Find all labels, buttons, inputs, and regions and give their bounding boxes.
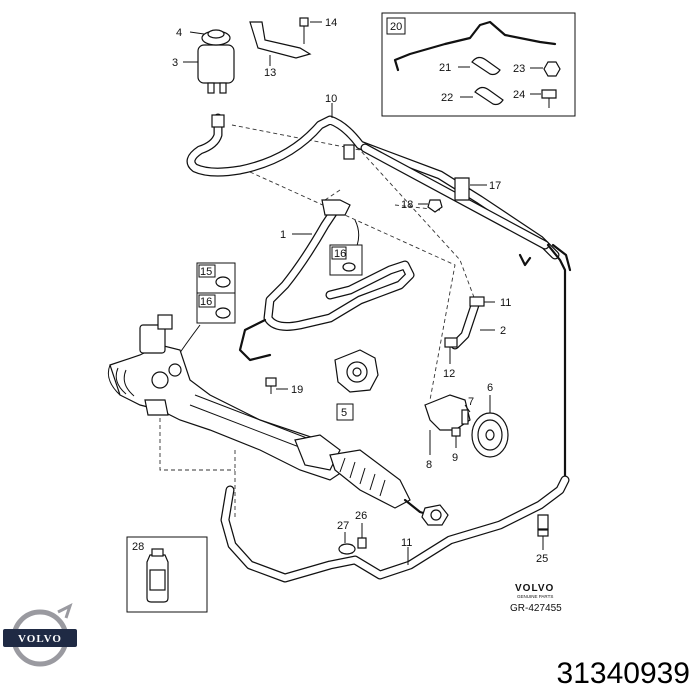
inset-box-20: [381, 12, 576, 117]
callout-26: 26: [355, 510, 367, 522]
pump-5: [334, 349, 379, 421]
fluid-box-28: [126, 536, 208, 613]
clamp-25: [537, 514, 549, 550]
hose-11: [220, 475, 570, 583]
callout-22: 22: [441, 92, 453, 104]
callout-1: 1: [280, 229, 286, 241]
brand-block: VOLVO GENUINE PARTS GR-427455: [510, 583, 562, 614]
callout-16-left: 16: [200, 296, 212, 308]
brand-text: VOLVO: [515, 583, 554, 594]
callout-20: 20: [390, 21, 402, 33]
bolt-19: [265, 377, 288, 394]
callout-12-top: 11: [500, 297, 511, 309]
callout-14: 14: [325, 17, 337, 29]
callout-5: 5: [341, 407, 347, 419]
callout-3: 3: [172, 57, 178, 69]
callout-15: 15: [200, 266, 212, 278]
bracket-part: [249, 17, 322, 66]
callout-27: 27: [337, 520, 349, 532]
callout-21: 21: [439, 62, 451, 74]
callout-9: 9: [452, 452, 458, 464]
logo-text: VOLVO: [18, 633, 62, 645]
callout-16-right: 16: [334, 248, 346, 260]
callout-labels: 4 3 13 14 20 21 22 23 24 10 17 18 1 16 1…: [132, 17, 548, 565]
callout-11: 11: [401, 537, 412, 549]
part-number: 31340939: [557, 657, 690, 690]
callout-7: 7: [468, 396, 474, 408]
seal-box-16: [329, 244, 363, 276]
callout-17: 17: [489, 180, 501, 192]
hose-10: [186, 103, 560, 260]
bolt-18: [418, 199, 443, 213]
hose-1: [238, 199, 415, 362]
reservoir-part: [183, 29, 235, 94]
steering-rack: [107, 314, 449, 526]
hose-2: [444, 296, 495, 364]
pump-bracket-8: [424, 394, 471, 455]
callout-28: 28: [132, 541, 144, 553]
cooler-pipe-17: [360, 143, 572, 482]
callout-25: 25: [536, 553, 548, 565]
volvo-logo: VOLVO: [3, 603, 77, 667]
dashed-reference-lines: [159, 124, 476, 520]
callout-18: 18: [401, 199, 413, 211]
brand-subtext: GENUINE PARTS: [517, 594, 553, 599]
pulley-6: [471, 395, 509, 458]
callout-2: 2: [500, 325, 506, 337]
callout-8: 8: [426, 459, 432, 471]
callout-10: 10: [325, 93, 337, 105]
callout-6: 6: [487, 382, 493, 394]
callout-4: 4: [176, 27, 182, 39]
callout-24: 24: [513, 89, 525, 101]
callout-23: 23: [513, 63, 525, 75]
callout-12-bottom: 12: [443, 368, 455, 380]
callout-19: 19: [291, 384, 303, 396]
seal-box-15-16: [174, 262, 236, 361]
callout-13: 13: [264, 67, 276, 79]
diagram-code: GR-427455: [510, 603, 562, 614]
